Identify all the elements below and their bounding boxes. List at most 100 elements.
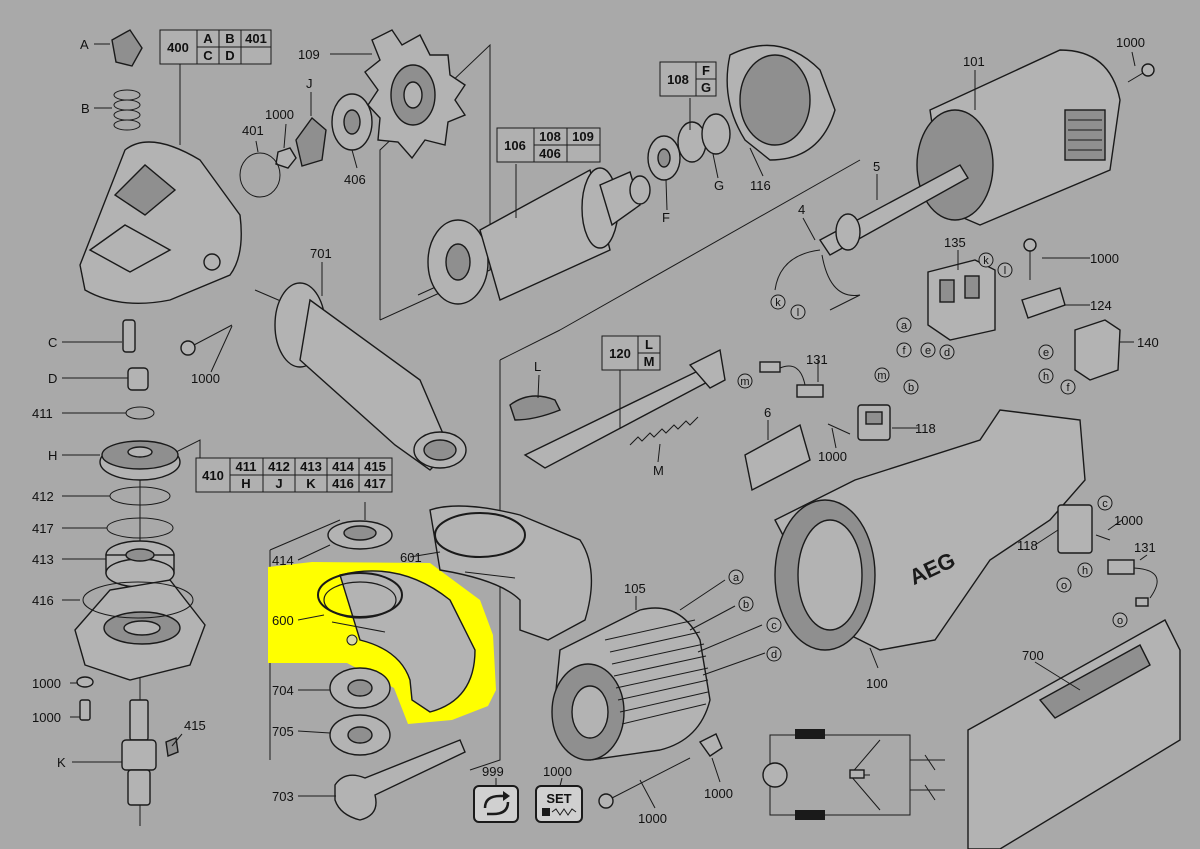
callout-411: 411 bbox=[32, 406, 53, 421]
callout-116: 116 bbox=[750, 178, 771, 193]
callout-K: K bbox=[57, 755, 66, 770]
svg-text:415: 415 bbox=[364, 459, 386, 474]
table-410: 410 411 412 413 414 415 H J K 416 417 bbox=[195, 457, 393, 493]
callout-999: 999 bbox=[482, 764, 504, 779]
wire-f-2: f bbox=[1060, 379, 1076, 395]
svg-text:b: b bbox=[743, 599, 749, 611]
callout-704: 704 bbox=[272, 683, 294, 698]
flange-414 bbox=[327, 520, 393, 550]
armature bbox=[417, 167, 651, 305]
motor-housing bbox=[916, 49, 1121, 226]
wire-m-2: m bbox=[874, 367, 890, 383]
bearing-f bbox=[647, 135, 681, 181]
svg-text:416: 416 bbox=[332, 476, 354, 491]
wire-d-2: d bbox=[766, 646, 782, 662]
svg-text:417: 417 bbox=[364, 476, 386, 491]
ring-g bbox=[677, 113, 731, 163]
nut-704 bbox=[329, 667, 391, 709]
clip-1000 bbox=[698, 733, 723, 757]
carry-case bbox=[967, 619, 1181, 849]
set-icon: SET bbox=[535, 785, 583, 823]
refresh-icon bbox=[473, 785, 519, 823]
svg-text:A: A bbox=[203, 31, 213, 46]
wiring-schematic bbox=[762, 729, 945, 820]
label-plate bbox=[744, 423, 811, 492]
main-housing: AEG bbox=[774, 409, 1086, 651]
svg-text:108: 108 bbox=[667, 72, 689, 87]
callout-124: 124 bbox=[1090, 298, 1112, 313]
table-106: 106 108 109 406 bbox=[496, 127, 601, 163]
wire-d-1: d bbox=[939, 344, 955, 360]
wire-b-1: b bbox=[903, 379, 919, 395]
wire-h-1: h bbox=[1038, 368, 1054, 384]
callout-100: 100 bbox=[866, 676, 888, 691]
screw-top-right bbox=[1127, 63, 1155, 83]
wire-o-2: o bbox=[1112, 612, 1128, 628]
lock-button bbox=[111, 29, 143, 67]
svg-text:a: a bbox=[901, 320, 908, 332]
callout-1000-b: 1000 bbox=[32, 710, 61, 725]
screw-124 bbox=[1023, 238, 1037, 280]
callout-C: C bbox=[48, 335, 57, 350]
callout-105: 105 bbox=[624, 581, 646, 596]
bevel-gear bbox=[99, 440, 181, 481]
svg-text:l: l bbox=[797, 307, 799, 319]
switch-135 bbox=[927, 259, 996, 341]
svg-text:l: l bbox=[1004, 265, 1006, 277]
callout-118-b: 118 bbox=[1017, 538, 1038, 553]
callout-1000-c: 1000 bbox=[191, 371, 220, 386]
svg-text:h: h bbox=[1082, 565, 1088, 577]
screw-left-2 bbox=[79, 699, 91, 721]
wire-a-1: a bbox=[896, 317, 912, 333]
brush-holder-118 bbox=[857, 404, 891, 441]
side-handle bbox=[254, 282, 467, 471]
svg-text:a: a bbox=[733, 572, 740, 584]
wire-h-2: h bbox=[1077, 562, 1093, 578]
callout-417: 417 bbox=[32, 521, 54, 536]
bearing-flange bbox=[74, 579, 206, 681]
callout-118-a: 118 bbox=[915, 421, 936, 436]
callout-131-b: 131 bbox=[1134, 540, 1156, 555]
svg-text:F: F bbox=[702, 63, 710, 78]
callout-1000-e: 1000 bbox=[1116, 35, 1145, 50]
svg-text:H: H bbox=[241, 476, 250, 491]
long-screw bbox=[598, 757, 691, 809]
svg-text:B: B bbox=[225, 31, 234, 46]
svg-text:c: c bbox=[1102, 498, 1108, 510]
callout-1000-a: 1000 bbox=[32, 676, 61, 691]
switch-button-l bbox=[509, 395, 561, 421]
callout-1000-h: 1000 bbox=[1114, 513, 1143, 528]
callout-416: 416 bbox=[32, 593, 54, 608]
callout-L: L bbox=[534, 359, 541, 374]
svg-text:413: 413 bbox=[300, 459, 322, 474]
callout-F: F bbox=[662, 210, 670, 225]
pinion-j bbox=[295, 116, 327, 167]
retaining-ring bbox=[125, 406, 155, 420]
svg-text:401: 401 bbox=[245, 31, 267, 46]
callout-101: 101 bbox=[963, 54, 985, 69]
callout-1000-f: 1000 bbox=[1090, 251, 1119, 266]
capacitor-140 bbox=[1074, 319, 1121, 381]
power-cable bbox=[774, 164, 969, 311]
callout-414: 414 bbox=[272, 553, 294, 568]
svg-text:m: m bbox=[740, 376, 749, 388]
carbon-brush-131 bbox=[759, 361, 824, 398]
svg-text:c: c bbox=[771, 620, 777, 632]
wire-b-2: b bbox=[738, 596, 754, 612]
callout-5: 5 bbox=[873, 159, 880, 174]
carbon-brush-131-right bbox=[1107, 559, 1158, 607]
svg-text:406: 406 bbox=[539, 146, 561, 161]
callout-700: 700 bbox=[1022, 648, 1044, 663]
fan bbox=[364, 29, 467, 160]
nut-1000 bbox=[275, 147, 297, 169]
set-icon-label: SET bbox=[546, 791, 571, 806]
svg-text:106: 106 bbox=[504, 138, 526, 153]
svg-text:108: 108 bbox=[539, 129, 561, 144]
wire-e-2: e bbox=[1038, 344, 1054, 360]
svg-text:G: G bbox=[701, 80, 711, 95]
baffle-ring bbox=[726, 44, 836, 161]
wire-l-1: l bbox=[790, 304, 806, 320]
callout-1000-i: 1000 bbox=[543, 764, 572, 779]
callout-1000-g: 1000 bbox=[818, 449, 847, 464]
